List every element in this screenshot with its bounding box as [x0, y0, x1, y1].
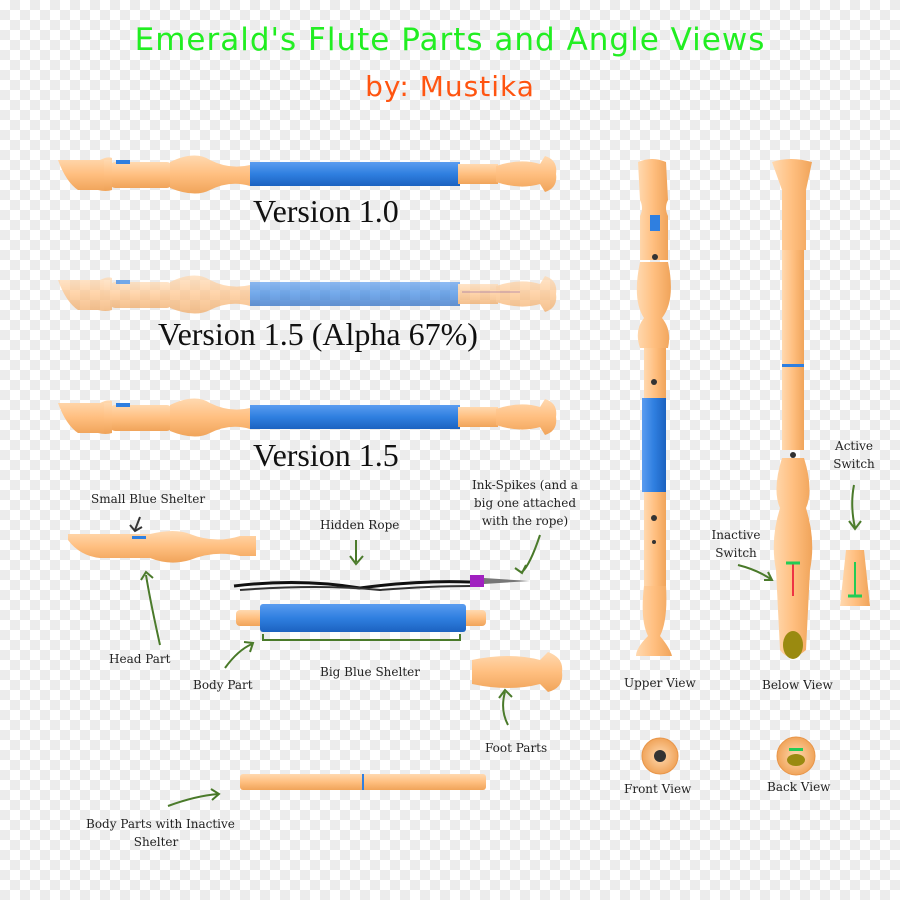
label-active-switch-line-1: Active: [835, 439, 873, 453]
label-inactive-switch-line-2: Switch: [715, 546, 757, 560]
label-ink-spikes-line-1: Ink-Spikes (and a: [472, 478, 578, 492]
label-body-parts-inactive-line-1: Body Parts with Inactive: [86, 817, 235, 831]
version-label-3: Version 1.5: [253, 437, 399, 473]
label-head-part: Head Part: [109, 652, 171, 666]
label-active-switch-line-2: Switch: [833, 457, 875, 471]
below-view-flute: [772, 159, 813, 659]
label-active-switch: Active Switch: [830, 437, 878, 473]
label-ink-spikes-line-3: with the rope): [481, 514, 569, 528]
front-view-drawing: [641, 737, 679, 775]
label-ink-spikes-line-2: big one attached: [473, 496, 577, 510]
body-inactive-shelter-drawing: [240, 774, 486, 790]
ink-spike-drawing: [470, 575, 530, 587]
arrow-body-parts-inactive: [167, 788, 221, 807]
arrow-active-switch: [848, 484, 862, 531]
flute-version-1-5-alpha: [58, 275, 557, 314]
foot-part-drawing: [472, 652, 563, 692]
head-part-drawing: [68, 531, 256, 563]
label-foot-parts: Foot Parts: [485, 741, 548, 755]
active-switch-drawing: [840, 550, 870, 606]
arrow-small-blue-shelter: [129, 516, 143, 533]
arrow-ink-spikes: [514, 534, 541, 575]
annotation-arrows: [129, 484, 862, 807]
label-below-view: Below View: [762, 678, 833, 692]
label-small-blue-shelter: Small Blue Shelter: [91, 492, 206, 506]
bracket-big-blue-shelter: [262, 634, 461, 641]
page-subtitle: by: Mustika: [365, 70, 535, 103]
label-big-blue-shelter: Big Blue Shelter: [320, 665, 421, 679]
label-hidden-rope: Hidden Rope: [320, 518, 400, 532]
label-inactive-switch: Inactive Switch: [710, 526, 762, 562]
arrow-head-part: [140, 570, 161, 646]
arrow-foot-parts: [498, 688, 513, 726]
hidden-rope-drawing: [233, 580, 473, 592]
flute-version-1-5: [58, 398, 557, 437]
page-title: Emerald's Flute Parts and Angle Views: [134, 22, 766, 58]
label-back-view: Back View: [767, 780, 831, 794]
label-upper-view: Upper View: [624, 676, 696, 690]
label-body-parts-inactive-line-2: Shelter: [133, 835, 179, 849]
upper-view-flute: [636, 159, 672, 656]
label-body-parts-inactive: Body Parts with Inactive Shelter: [86, 815, 235, 851]
version-label-2: Version 1.5 (Alpha 67%): [158, 316, 478, 352]
flute-version-1-0: [58, 155, 557, 194]
arrow-inactive-switch: [737, 564, 774, 581]
version-label-1: Version 1.0: [253, 193, 399, 229]
arrow-body-part: [224, 641, 255, 669]
back-view-drawing: [776, 736, 816, 776]
label-inactive-switch-line-1: Inactive: [711, 528, 761, 542]
label-ink-spikes: Ink-Spikes (and a big one attached with …: [470, 476, 580, 530]
arrow-hidden-rope: [349, 540, 364, 566]
body-part-drawing: [236, 604, 486, 632]
label-body-part: Body Part: [193, 678, 253, 692]
label-front-view: Front View: [624, 782, 692, 796]
